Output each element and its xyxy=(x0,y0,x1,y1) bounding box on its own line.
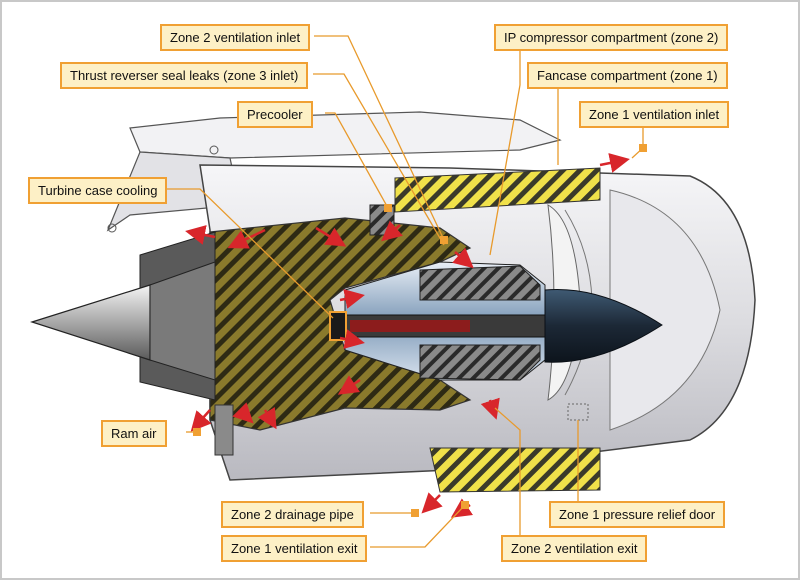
label-zone2-ventilation-exit: Zone 2 ventilation exit xyxy=(501,535,648,562)
red-arrow-icon xyxy=(421,492,443,514)
label-ram-air: Ram air xyxy=(101,420,167,447)
label-zone2-ventilation-inlet: Zone 2 ventilation inlet xyxy=(160,24,311,51)
leader-markers xyxy=(193,144,647,517)
label-fancase-compartment: Fancase compartment (zone 1) xyxy=(527,62,728,89)
label-zone2-drainage-pipe: Zone 2 drainage pipe xyxy=(221,501,364,528)
red-arrow-icon xyxy=(185,225,216,245)
fan-spinner xyxy=(544,288,663,363)
red-arrow-icon xyxy=(257,406,277,430)
orange-square-marker-icon xyxy=(461,501,469,509)
label-ip-compressor-compartment: IP compressor compartment (zone 2) xyxy=(494,24,729,51)
red-arrow-icon xyxy=(339,289,365,309)
airflow-arrows xyxy=(185,153,630,518)
exhaust-nozzle xyxy=(30,231,216,401)
orange-square-marker-icon xyxy=(384,204,392,212)
red-arrow-icon xyxy=(452,247,474,269)
red-arrow-icon xyxy=(315,226,347,247)
label-zone1-ventilation-inlet: Zone 1 ventilation inlet xyxy=(579,101,730,128)
fancase-compartment-zone1 xyxy=(394,167,601,493)
label-thrust-reverser-seal-leaks: Thrust reverser seal leaks (zone 3 inlet… xyxy=(60,62,309,89)
drainage-pipe xyxy=(214,404,234,456)
orange-square-marker-icon xyxy=(193,428,201,436)
label-zone1-pressure-relief-door: Zone 1 pressure relief door xyxy=(549,501,726,528)
label-turbine-case-cooling: Turbine case cooling xyxy=(28,177,168,204)
red-arrow-icon xyxy=(381,220,403,242)
red-arrow-icon xyxy=(480,397,500,420)
red-arrow-icon xyxy=(232,402,254,424)
red-arrow-icon xyxy=(190,409,212,432)
red-arrow-icon xyxy=(339,329,365,349)
orange-square-marker-icon xyxy=(440,236,448,244)
engine-core xyxy=(329,261,546,381)
orange-square-marker-icon xyxy=(411,509,419,517)
red-arrow-icon xyxy=(337,375,361,395)
label-zone1-ventilation-exit: Zone 1 ventilation exit xyxy=(221,535,368,562)
leader-lines xyxy=(166,35,644,548)
label-precooler: Precooler xyxy=(237,101,313,128)
red-arrow-icon xyxy=(227,228,266,249)
orange-square-marker-icon xyxy=(639,144,647,152)
red-arrow-icon xyxy=(599,153,630,173)
